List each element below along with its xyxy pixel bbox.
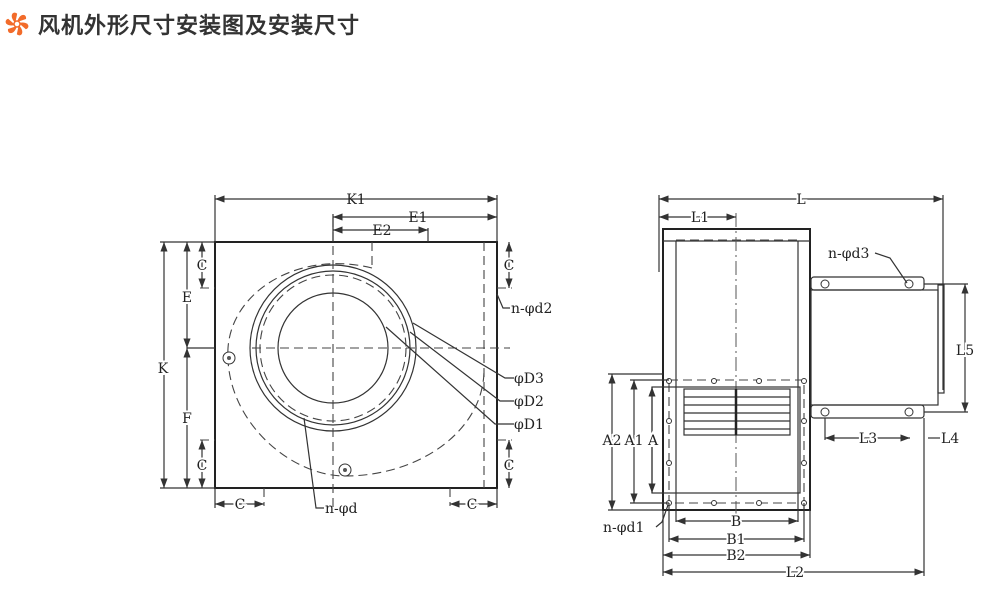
bolt-icon: [666, 378, 807, 506]
front-view: K1 E1 E2 K E F C C C C C C n-φd2 φD3 φD2…: [156, 192, 553, 517]
dia-d1-label: φD1: [514, 417, 544, 433]
dim-e1-label: E1: [408, 210, 427, 226]
fan-icon: [5, 12, 29, 36]
dim-l5-label: L5: [956, 343, 974, 359]
dim-e-label: E: [182, 290, 192, 306]
scroll-outline: [227, 263, 485, 477]
dim-k-label: K: [158, 361, 169, 377]
dim-k1-label: K1: [346, 192, 365, 208]
housing-outline: [214, 241, 498, 489]
hole-n-d2-label: n-φd2: [511, 301, 552, 317]
dim-c-label: C: [504, 458, 515, 474]
hole-n-d3-label: n-φd3: [828, 246, 869, 262]
page-title: 风机外形尺寸安装图及安装尺寸: [38, 14, 361, 39]
dim-b1-label: B1: [726, 532, 745, 548]
dim-b-label: B: [731, 514, 741, 530]
side-view: L L1 L5 L3 L4 A2 A1 A B B1 B2 L2 n-φd1 n…: [599, 190, 976, 583]
dim-c-label: C: [504, 258, 515, 274]
dim-c-label: C: [197, 458, 208, 474]
motor-body: [810, 289, 939, 406]
dia-d3-label: φD3: [514, 371, 544, 387]
bolt-icon: [222, 351, 236, 365]
dim-b2-label: B2: [726, 548, 745, 564]
hole-n-d1-label: n-φd1: [603, 520, 644, 536]
dim-c-label: C: [197, 258, 208, 274]
bolt-icon: [338, 463, 352, 477]
dim-l4-label: L4: [941, 431, 959, 447]
dim-a-label: A: [647, 433, 659, 449]
dim-l2-label: L2: [786, 565, 804, 581]
dim-a1-label: A1: [623, 433, 643, 449]
dim-l1-label: L1: [691, 210, 709, 226]
dim-c-label: C: [235, 497, 246, 513]
dia-d2-label: φD2: [514, 394, 544, 410]
hole-n-d-label: n-φd: [325, 501, 358, 517]
dim-l3-label: L3: [859, 431, 877, 447]
dim-f-label: F: [182, 411, 192, 427]
dim-c-label: C: [467, 497, 478, 513]
outlet-flange: [668, 379, 805, 504]
dim-l-label: L: [796, 192, 805, 208]
bolt-icon: [820, 279, 914, 417]
dim-e2-label: E2: [372, 223, 391, 239]
page-header: 风机外形尺寸安装图及安装尺寸: [4, 6, 360, 42]
dim-a2-label: A2: [601, 433, 621, 449]
